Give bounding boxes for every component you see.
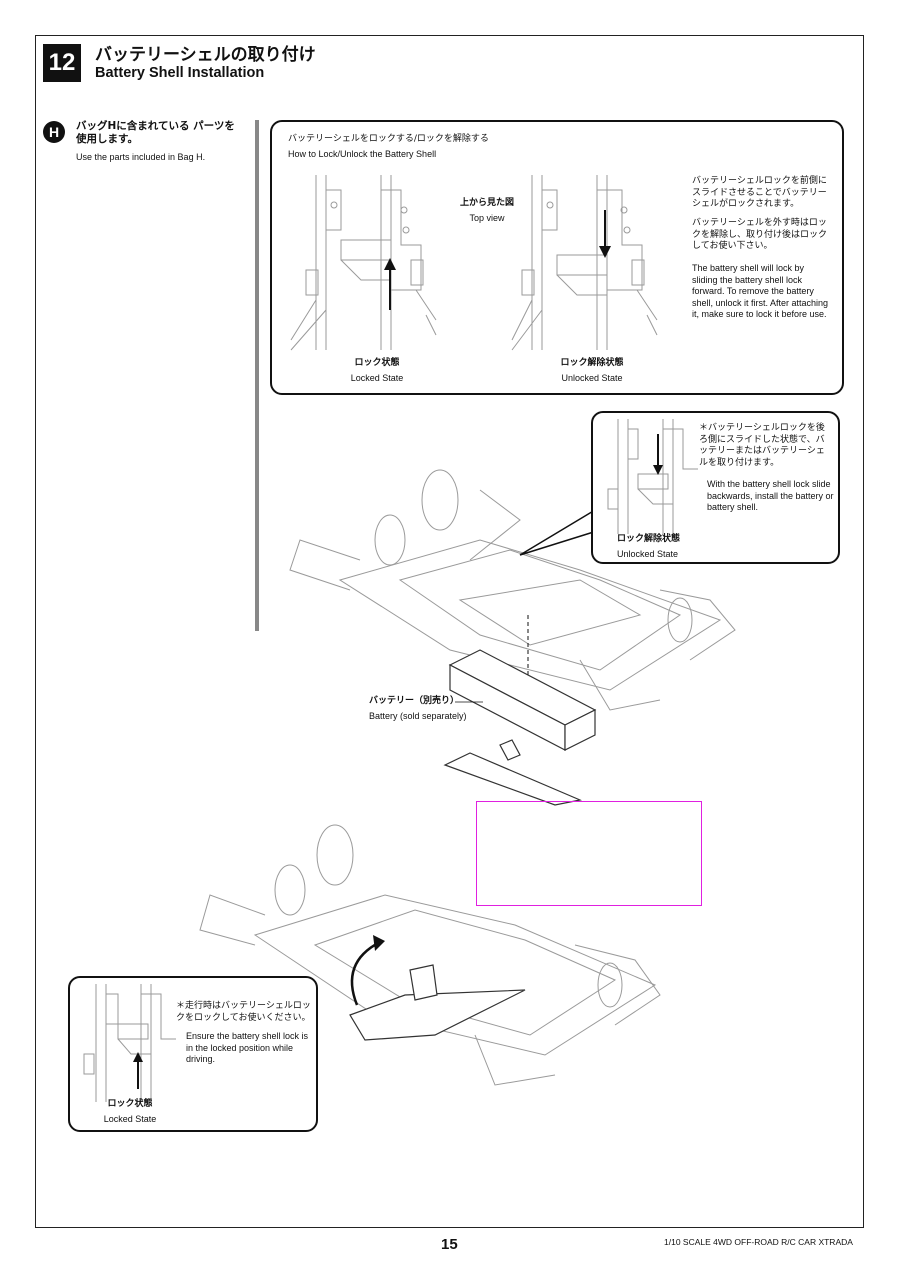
callout-pointer: [519, 509, 601, 556]
bag-text-jp: バッグHに含まれている パーツを使用します。: [76, 120, 235, 145]
section-divider-bar: [255, 120, 259, 631]
chassis-exploded-illustration: [289, 469, 736, 720]
unlocked-callout-text-en: With the battery shell lock slide backwa…: [707, 479, 834, 512]
lock-unlock-panel: バッテリーシェルをロックする/ロックを解除する How to Lock/Unlo…: [270, 120, 844, 395]
locked-callout: ＊走行時はバッテリーシェルロックをロックしてお使いください。 Ensure th…: [68, 976, 318, 1132]
step-number-badge: 12: [43, 44, 81, 82]
unlocked-callout-state-jp: ロック解除状態: [617, 534, 681, 544]
battery-label-en: Battery (sold separately): [369, 711, 467, 721]
lock-panel-title-en: How to Lock/Unlock the Battery Shell: [288, 149, 437, 159]
unlocked-callout: ＊バッテリーシェルロックを後ろ側にスライドした状態で、バッテリーまたはバッテリー…: [591, 411, 840, 564]
unlocked-chassis-illustration: [511, 175, 658, 351]
top-view-label-jp: 上から見た図: [459, 198, 514, 208]
model-name-footer: 1/10 SCALE 4WD OFF-ROAD R/C CAR XTRADA: [664, 1237, 853, 1247]
locked-state-label-en: Locked State: [350, 373, 404, 383]
page-number: 15: [441, 1236, 458, 1253]
lock-description-1-jp: バッテリーシェルロックを前側にスライドさせることでバッテリーシェルがロックされま…: [692, 176, 827, 209]
unlocked-callout-state-en: Unlocked State: [617, 549, 679, 559]
top-view-label-en: Top view: [469, 213, 505, 223]
lock-panel-title-jp: バッテリーシェルをロックする/ロックを解除する: [288, 134, 489, 144]
chassis-installed-illustration: [199, 824, 661, 1086]
unlocked-callout-text-jp: ＊バッテリーシェルロックを後ろ側にスライドした状態で、バッテリーまたはバッテリー…: [699, 423, 825, 468]
unlocked-detail-illustration: [607, 419, 698, 534]
battery-label-jp: バッテリー（別売り）: [369, 696, 460, 706]
annotation-highlight-box: [476, 801, 702, 906]
locked-callout-text-en: Ensure the battery shell lock is in the …: [186, 1031, 309, 1064]
battery-illustration: [443, 649, 597, 806]
locked-detail-illustration: [83, 984, 176, 1102]
locked-callout-text-jp: ＊走行時はバッテリーシェルロックをロックしてお使いください。: [176, 1001, 311, 1023]
unlocked-state-label-en: Unlocked State: [561, 373, 623, 383]
lock-description-2-jp: バッテリーシェルを外す時はロックを解除し、取り付け後はロックしてお使い下さい。: [692, 218, 828, 251]
battery-leader-line: [455, 701, 483, 703]
page-frame: [35, 35, 864, 1228]
bag-letter-badge: H: [43, 121, 65, 143]
lock-description-en: The battery shell will lock by sliding t…: [692, 263, 829, 319]
step-title-en: Battery Shell Installation: [95, 65, 265, 81]
locked-state-label-jp: ロック状態: [354, 358, 400, 368]
locked-callout-state-jp: ロック状態: [107, 1099, 153, 1109]
locked-chassis-illustration: [290, 175, 437, 351]
step-title-jp: バッテリーシェルの取り付け: [95, 45, 316, 65]
bag-text-en: Use the parts included in Bag H.: [76, 152, 206, 162]
locked-callout-state-en: Locked State: [103, 1114, 157, 1124]
unlocked-state-label-jp: ロック解除状態: [560, 358, 624, 368]
